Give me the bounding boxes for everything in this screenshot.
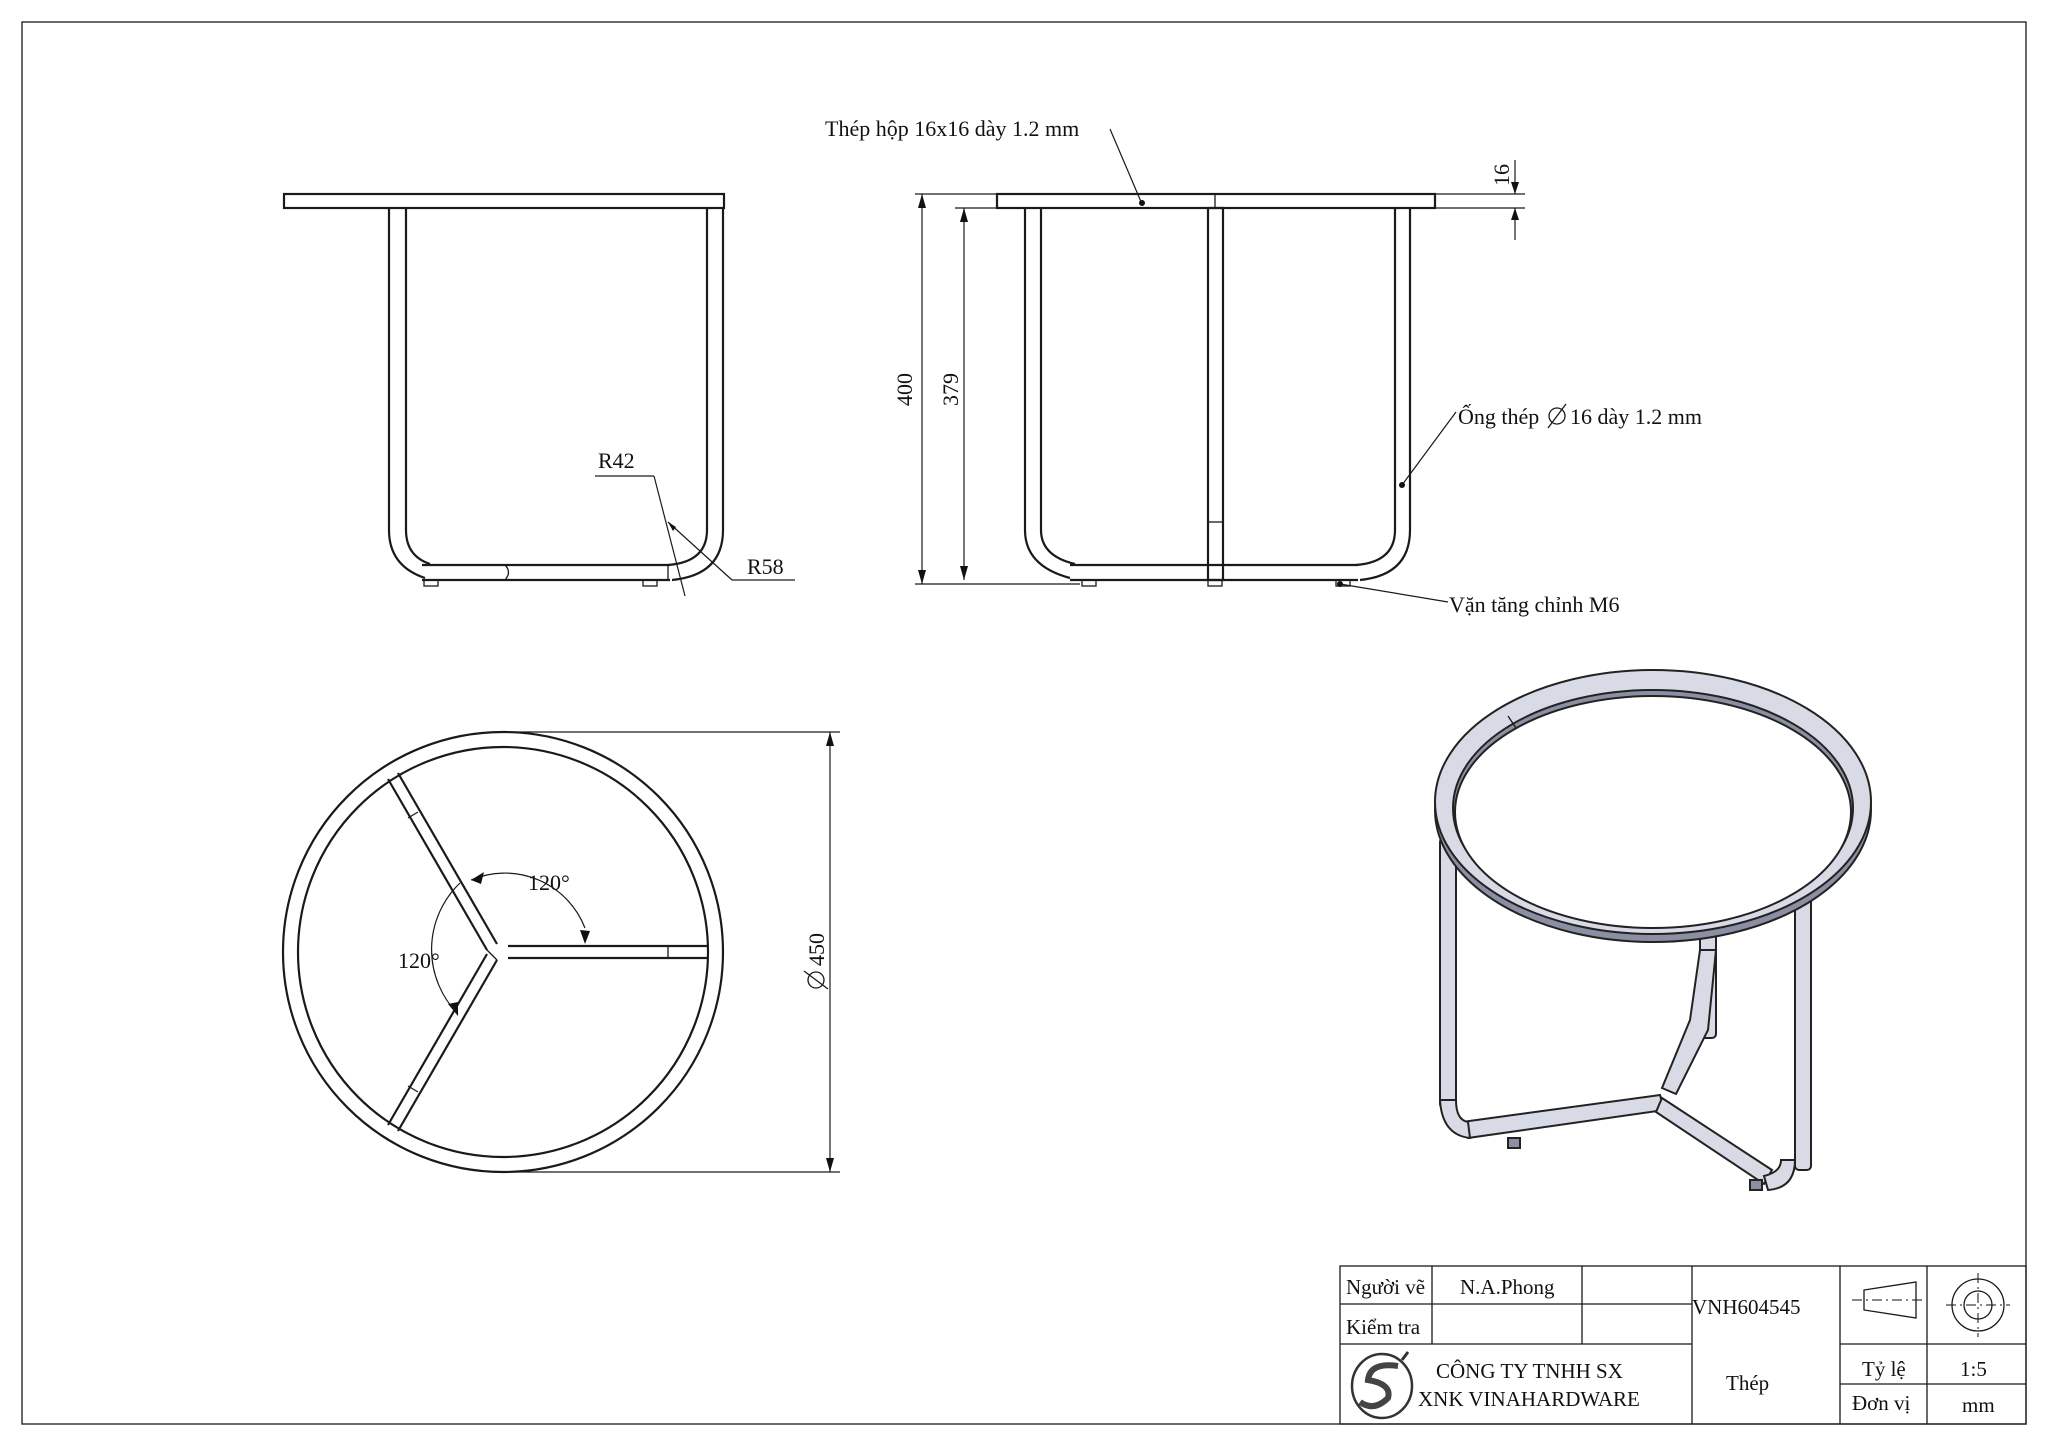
side-view: 400 379 16 Thép hộp 16x16 dày 1.2 mm Ống… (825, 116, 1702, 617)
side-right-leg-inner (1355, 208, 1397, 567)
side-foot-right (1335, 579, 1351, 587)
callout-leg-material: Ống thép (1458, 404, 1539, 429)
front-view: R42 R58 (282, 192, 795, 597)
drawing-code: VNH604545 (1692, 1295, 1801, 1319)
drawn-by-value: N.A.Phong (1460, 1275, 1555, 1299)
company-logo-icon (1350, 1351, 1414, 1420)
dim-diameter: 450 (804, 933, 829, 966)
drawn-by-label: Người vẽ (1346, 1275, 1425, 1299)
side-left-leg-outer (1023, 208, 1071, 580)
company-line1: CÔNG TY TNHH SX (1436, 1359, 1623, 1383)
side-right-leg-outer (1359, 208, 1412, 582)
material-value: Thép (1726, 1371, 1769, 1395)
top-view-legs (387, 772, 708, 1132)
dim-r58: R58 (747, 554, 784, 579)
isometric-view (1434, 669, 1872, 1192)
top-view: 120° 120° 450 (281, 730, 840, 1174)
dim-top-thickness: 16 (1489, 164, 1514, 186)
callout-leg-material-size: 16 dày 1.2 mm (1570, 404, 1702, 429)
projection-symbol-icon (1852, 1273, 2010, 1337)
front-right-leg-outer (671, 208, 725, 582)
side-left-leg-inner (1039, 208, 1076, 566)
callout-leveler: Vặn tăng chỉnh M6 (1449, 592, 1619, 617)
unit-value: mm (1962, 1393, 1995, 1417)
scale-value: 1:5 (1960, 1357, 1987, 1381)
front-left-leg-inner (404, 208, 431, 566)
dim-overall-height: 400 (892, 373, 917, 406)
side-foot-center (1207, 579, 1223, 587)
front-left-leg-outer (387, 208, 426, 580)
dim-r42: R42 (598, 448, 635, 473)
diameter-symbol-icon (803, 970, 829, 990)
unit-label: Đơn vị (1852, 1391, 1911, 1415)
company-line2: XNK VINAHARDWARE (1418, 1387, 1640, 1411)
top-view-outer-ring (281, 730, 725, 1174)
front-view-top (282, 192, 726, 210)
dim-leg-height: 379 (938, 373, 963, 406)
side-foot-left (1081, 579, 1097, 587)
checked-label: Kiểm tra (1346, 1315, 1421, 1339)
title-block: Người vẽ N.A.Phong Kiểm tra VNH604545 Th… (1339, 1265, 2027, 1425)
scale-label: Tỷ lệ (1862, 1357, 1906, 1381)
sheet-frame (21, 21, 2027, 1425)
front-right-leg-inner (667, 208, 709, 567)
top-view-inner-ring (296, 745, 710, 1159)
front-foot-right (642, 579, 658, 587)
dim-angle-left: 120° (398, 948, 440, 973)
side-view-top (995, 192, 1437, 210)
callout-top-material: Thép hộp 16x16 dày 1.2 mm (825, 116, 1079, 141)
diameter-symbol-icon (1547, 403, 1567, 429)
side-center-leg (1206, 206, 1225, 582)
dim-angle-top: 120° (528, 870, 570, 895)
front-foot-left (423, 579, 439, 587)
